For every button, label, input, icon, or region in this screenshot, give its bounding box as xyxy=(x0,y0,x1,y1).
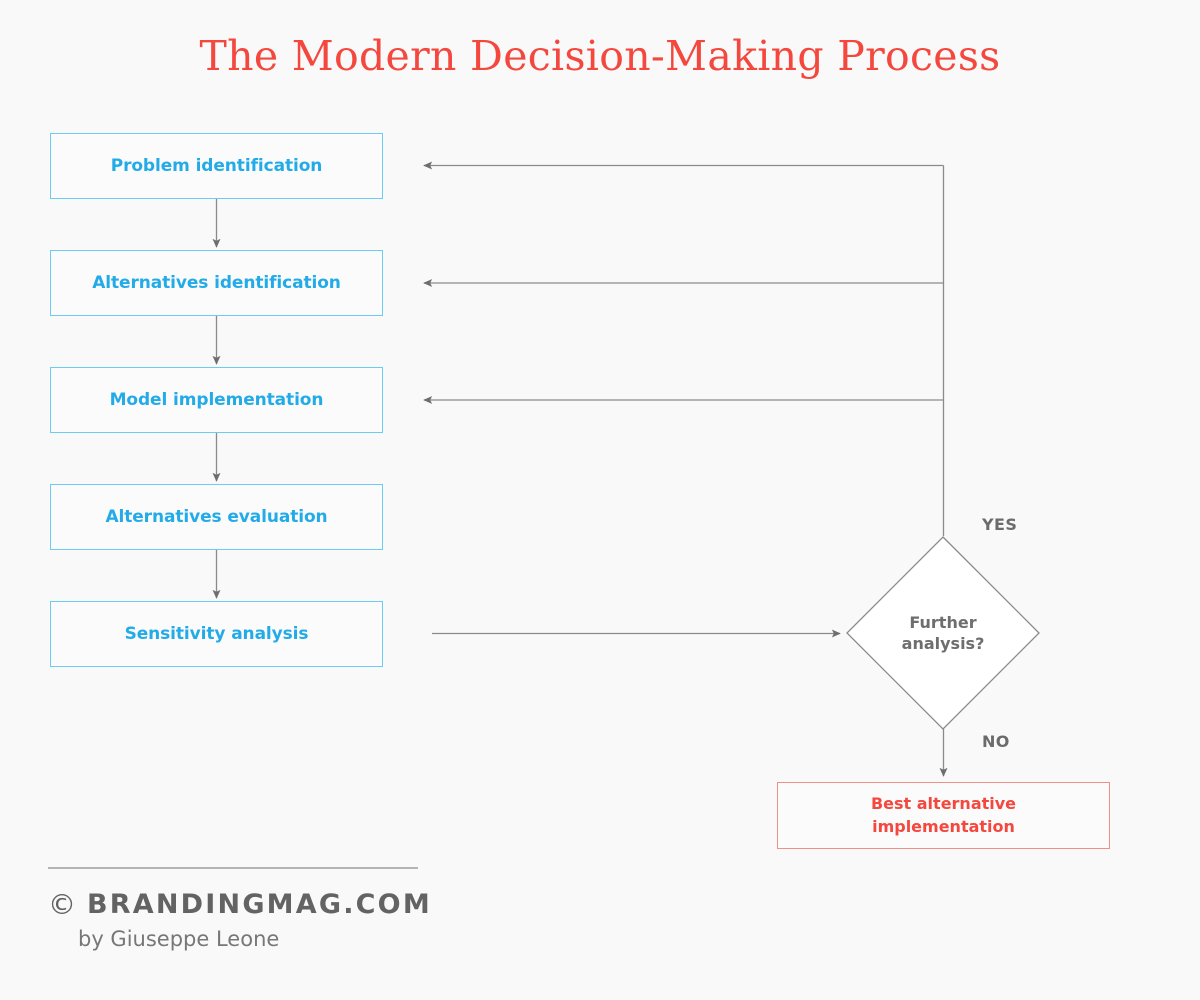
process-box-alternatives-evaluation[interactable]: Alternatives evaluation xyxy=(50,484,383,550)
decision-node-further-analysis[interactable]: Further analysis? xyxy=(846,536,1040,730)
diamond-shape-icon xyxy=(846,536,1040,730)
process-box-label: Problem identification xyxy=(110,156,323,176)
decision-node-label: Further analysis? xyxy=(846,536,1040,730)
branch-label-no: NO xyxy=(982,732,1010,751)
process-box-alternatives-identification[interactable]: Alternatives identification xyxy=(50,250,383,316)
branch-label-yes: YES xyxy=(982,515,1018,534)
footer-author: by Giuseppe Leone xyxy=(78,927,280,951)
terminal-box-best-alternative-implementation[interactable]: Best alternative implementation xyxy=(777,782,1110,849)
footer-brand: © BRANDINGMAG.COM xyxy=(48,888,432,921)
decision-label-line2: analysis? xyxy=(901,634,985,653)
footer-divider xyxy=(48,867,418,869)
process-box-label: Alternatives evaluation xyxy=(105,507,328,527)
process-box-label: Alternatives identification xyxy=(92,273,341,293)
footer-brand-text: BRANDINGMAG.COM xyxy=(87,889,432,920)
copyright-icon: © xyxy=(48,888,76,921)
process-box-problem-identification[interactable]: Problem identification xyxy=(50,133,383,199)
decision-label-line1: Further xyxy=(909,612,977,632)
process-box-label: Model implementation xyxy=(109,390,324,410)
process-box-model-implementation[interactable]: Model implementation xyxy=(50,367,383,433)
page-title: The Modern Decision-Making Process xyxy=(199,32,1001,80)
terminal-label-line1: Best alternative xyxy=(870,794,1017,814)
terminal-label-line2: implementation xyxy=(872,816,1015,836)
process-box-label: Sensitivity analysis xyxy=(124,624,309,644)
process-box-sensitivity-analysis[interactable]: Sensitivity analysis xyxy=(50,601,383,667)
